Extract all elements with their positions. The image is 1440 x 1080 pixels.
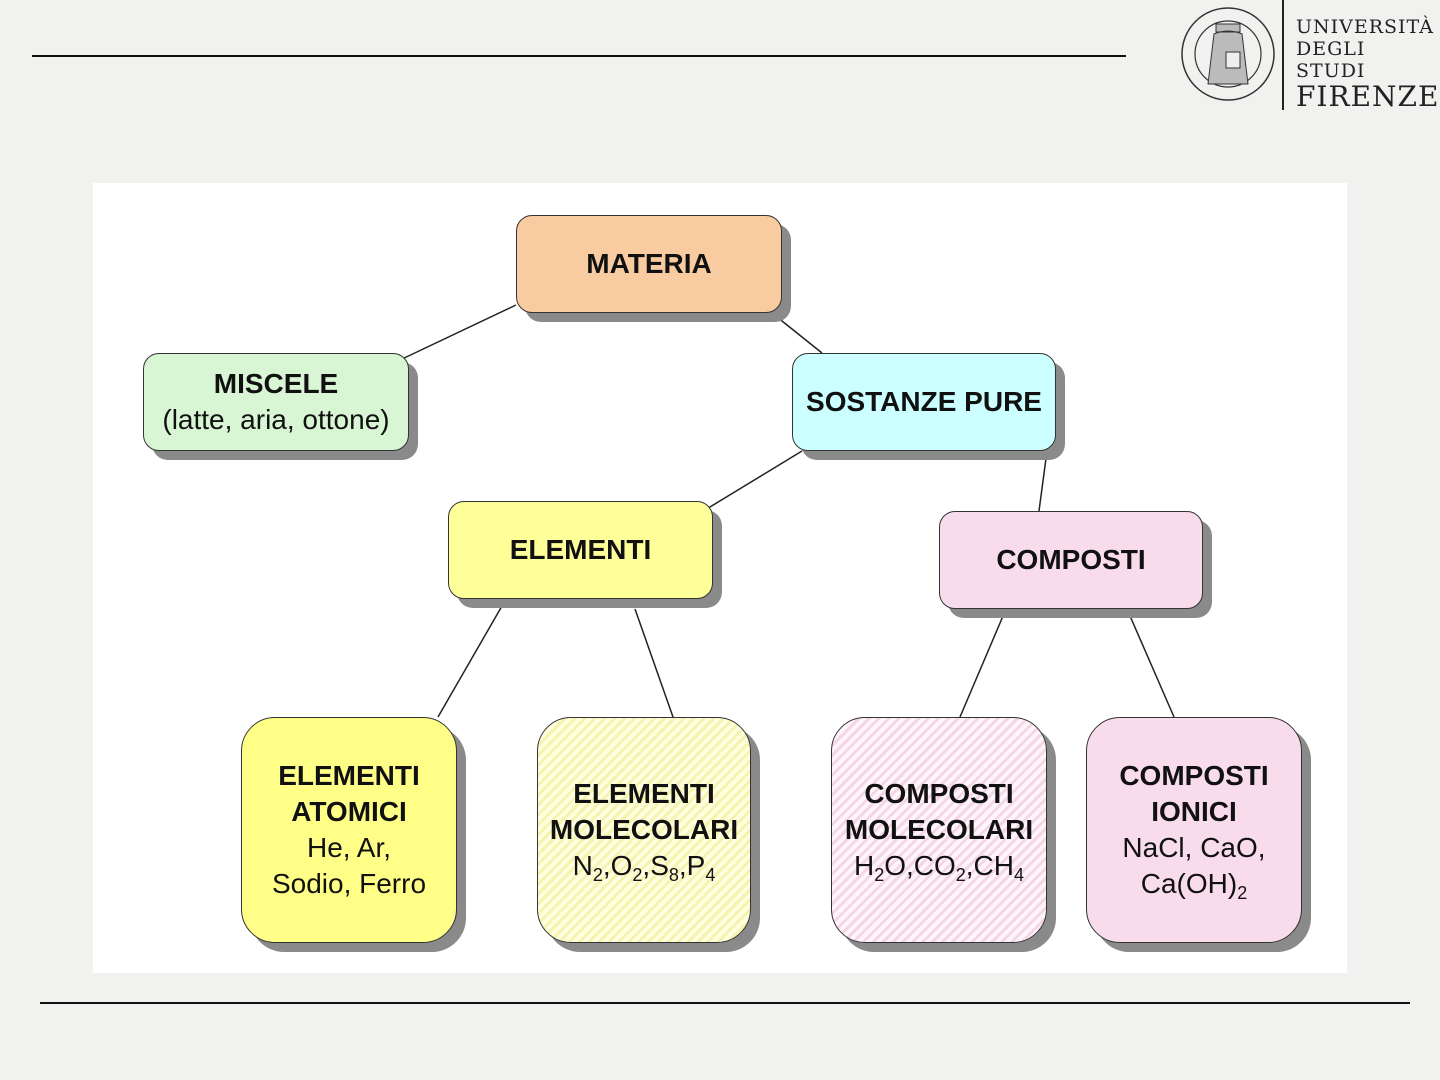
connector-composti-ionici [1126,608,1175,718]
formula-symbol: ,CH [965,850,1015,881]
node-materia: MATERIA [516,215,782,313]
formula-subscript: 4 [705,865,716,885]
node-composti-ionici: COMPOSTI IONICI NaCl, CaO, Ca(OH)2 [1086,717,1302,943]
formula-symbol: Ca(OH) [1140,868,1238,899]
node-title: ELEMENTI [509,534,652,565]
logo-line-1: UNIVERSITÀ [1296,16,1434,38]
formula-subscript: 2 [632,865,643,885]
connector-materia-sostanze [771,312,823,354]
node-formula: H2O,CO2,CH4 [854,848,1024,884]
node-title: MOLECOLARI [844,814,1034,845]
node-title: ELEMENTI [573,778,715,809]
university-name: UNIVERSITÀ DEGLI STUDI FIRENZE [1296,16,1440,112]
connector-elementi-molecolari [634,608,674,718]
formula-symbol: N [572,850,593,881]
node-title: ELEMENTI [278,760,420,791]
node-title: COMPOSTI [996,544,1146,575]
node-examples: (latte, aria, ottone) [162,404,390,435]
formula-symbol: ,S [642,850,669,881]
node-title: COMPOSTI [1119,760,1269,791]
node-title: ATOMICI [291,796,407,827]
node-title: COMPOSTI [864,778,1014,809]
formula-subscript: 2 [1237,883,1248,903]
node-examples: Sodio, Ferro [271,868,427,899]
formula-subscript: 2 [592,865,603,885]
node-title: MOLECOLARI [549,814,739,845]
formula-subscript: 2 [955,865,966,885]
formula-symbol: ,O [602,850,633,881]
node-sostanze-pure: SOSTANZE PURE [792,353,1056,451]
connector-composti-molecolari [959,608,1007,718]
node-examples: He, Ar, [306,832,392,863]
node-elementi: ELEMENTI [448,501,713,599]
node-elementi-molecolari: ELEMENTI MOLECOLARI N2,O2,S8,P4 [537,717,751,943]
node-title: SOSTANZE PURE [806,386,1042,417]
node-title: MISCELE [213,368,339,399]
logo-line-3: FIRENZE [1296,80,1440,113]
header-rule [32,55,1126,57]
footer-rule [40,1002,1410,1004]
formula-subscript: 8 [668,865,679,885]
logo-divider [1282,0,1284,110]
node-elementi-atomici: ELEMENTI ATOMICI He, Ar, Sodio, Ferro [241,717,457,943]
connector-sostanze-elementi [704,450,803,511]
connector-materia-miscele [399,304,517,361]
formula-subscript: 2 [874,865,885,885]
node-examples: NaCl, CaO, [1122,832,1266,863]
node-miscele: MISCELE (latte, aria, ottone) [143,353,409,451]
node-title: MATERIA [586,248,712,279]
formula-subscript: 4 [1014,865,1025,885]
connector-elementi-atomici [437,598,507,718]
formula-symbol: ,P [678,850,706,881]
connector-sostanze-composti [1038,450,1048,512]
formula-symbol: O,CO [884,850,956,881]
formula-symbol: H [853,850,875,881]
university-seal-icon [1181,7,1275,101]
node-formula: Ca(OH)2 [1141,866,1247,902]
node-composti-molecolari: COMPOSTI MOLECOLARI H2O,CO2,CH4 [831,717,1047,943]
node-formula: N2,O2,S8,P4 [573,848,716,884]
node-title: IONICI [1151,796,1237,827]
logo-line-2: DEGLI STUDI [1296,38,1366,82]
node-composti: COMPOSTI [939,511,1203,609]
